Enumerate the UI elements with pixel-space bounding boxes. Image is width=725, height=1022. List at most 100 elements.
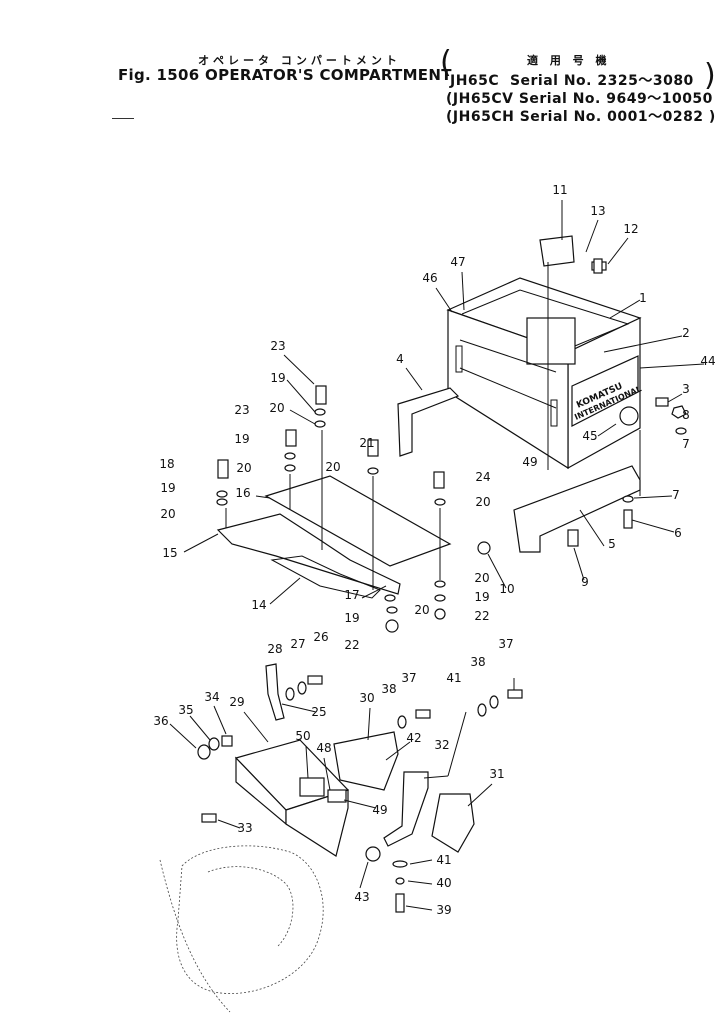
part-callout-42: 42	[406, 731, 421, 745]
serial-row-jh65cv: (JH65CV Serial No. 9649～10050	[446, 91, 713, 107]
part-callout-26: 26	[313, 630, 328, 644]
bolt-9	[567, 529, 579, 547]
part-callout-23: 23	[234, 403, 249, 417]
japanese-title: オペレータ コンパートメント	[198, 54, 401, 67]
serial-row-jh65c: JH65C Serial No. 2325～3080	[450, 70, 694, 90]
figure-header: オペレータ コンパートメント 適 用 号 機 Fig. 1506 OPERATO…	[0, 0, 725, 130]
part-callout-40: 40	[436, 876, 451, 890]
part-callout-10: 10	[499, 582, 514, 596]
part-callout-46: 46	[422, 271, 437, 285]
part-callout-3: 3	[682, 382, 690, 396]
part-callout-20: 20	[414, 603, 429, 617]
part-callout-20: 20	[236, 461, 251, 475]
part-callout-23: 23	[270, 339, 285, 353]
figure-title: Fig. 1506 OPERATOR'S COMPARTMENT	[118, 66, 452, 84]
part-callout-45: 45	[582, 429, 597, 443]
part-callout-9: 9	[581, 575, 589, 589]
part-callout-11: 11	[552, 183, 567, 197]
part-callout-19: 19	[160, 481, 175, 495]
dashboard-ghost-outline	[159, 845, 324, 1013]
bracket-30	[333, 731, 399, 791]
right-paren-top: )	[704, 58, 716, 93]
part-callout-44: 44	[700, 354, 715, 368]
part-callout-20: 20	[269, 401, 284, 415]
serial-range: Serial No. 2325～3080	[509, 73, 694, 89]
part-callout-4: 4	[396, 352, 404, 366]
part-callout-48: 48	[316, 741, 331, 755]
part-callout-19: 19	[474, 590, 489, 604]
part-callout-15: 15	[162, 546, 177, 560]
part-callout-19: 19	[234, 432, 249, 446]
part-callout-49: 49	[372, 803, 387, 817]
part-callout-33: 33	[237, 821, 252, 835]
part-callout-32: 32	[434, 738, 449, 752]
bracket-31	[431, 793, 475, 853]
part-callout-43: 43	[354, 890, 369, 904]
part-callout-29: 29	[229, 695, 244, 709]
part-callout-20: 20	[325, 460, 340, 474]
part-callout-41: 41	[436, 853, 451, 867]
part-callout-1: 1	[639, 291, 647, 305]
part-callout-27: 27	[290, 637, 305, 651]
part-callout-38: 38	[470, 655, 485, 669]
part-callout-12: 12	[623, 222, 638, 236]
part-callout-31: 31	[489, 767, 504, 781]
serial-model: JH65CH	[452, 109, 515, 125]
part-callout-25: 25	[311, 705, 326, 719]
part-callout-16: 16	[235, 486, 250, 500]
part-callout-17: 17	[344, 588, 359, 602]
bracket-11	[539, 235, 575, 267]
part-callout-50: 50	[295, 729, 310, 743]
serial-row-jh65ch: (JH65CH Serial No. 0001～0282 )	[446, 109, 716, 125]
part-callout-5: 5	[608, 537, 616, 551]
serial-range: Serial No. 9649～10050	[518, 91, 713, 107]
floor-plate-15	[216, 513, 401, 595]
part-callout-22: 22	[474, 609, 489, 623]
stay-4	[397, 387, 460, 457]
part-callout-49: 49	[522, 455, 537, 469]
part-callout-38: 38	[381, 682, 396, 696]
part-callout-36: 36	[153, 714, 168, 728]
serial-model: JH65CV	[452, 91, 514, 107]
part-callout-6: 6	[674, 526, 682, 540]
part-callout-19: 19	[270, 371, 285, 385]
part-callout-35: 35	[178, 703, 193, 717]
part-callout-37: 37	[401, 671, 416, 685]
part-callout-19: 19	[344, 611, 359, 625]
part-callout-47: 47	[450, 255, 465, 269]
lever-25	[265, 663, 285, 721]
floor-plate-14	[270, 555, 381, 599]
floor-plate-16	[264, 475, 452, 567]
hardware	[197, 675, 523, 913]
nut-8	[671, 405, 687, 419]
left-paren-top: (	[440, 45, 452, 80]
washer-7b	[622, 495, 634, 503]
part-callout-7: 7	[682, 437, 690, 451]
console-29	[234, 739, 350, 857]
bolt-stack	[216, 385, 446, 633]
part-callout-21: 21	[359, 436, 374, 450]
part-callout-7: 7	[672, 488, 680, 502]
part-callout-18: 18	[159, 457, 174, 471]
part-callout-39: 39	[436, 903, 451, 917]
part-callout-20: 20	[475, 495, 490, 509]
part-callout-34: 34	[204, 690, 219, 704]
serial-model: JH65C	[450, 73, 500, 89]
part-callout-2: 2	[682, 326, 690, 340]
bolt-6	[623, 509, 633, 529]
leader-lines	[169, 200, 705, 911]
part-callout-30: 30	[359, 691, 374, 705]
washer-7	[675, 427, 687, 435]
header-dash-mark	[112, 118, 134, 119]
cab-body	[446, 277, 642, 470]
part-callout-14: 14	[251, 598, 266, 612]
serial-range: Serial No. 0001～0282	[519, 109, 704, 125]
part-callout-22: 22	[344, 638, 359, 652]
part-callout-8: 8	[682, 408, 690, 422]
part-callout-13: 13	[590, 204, 605, 218]
japanese-applicable-label: 適 用 号 機	[527, 54, 611, 67]
part-callout-20: 20	[474, 571, 489, 585]
frame-5	[513, 465, 641, 553]
